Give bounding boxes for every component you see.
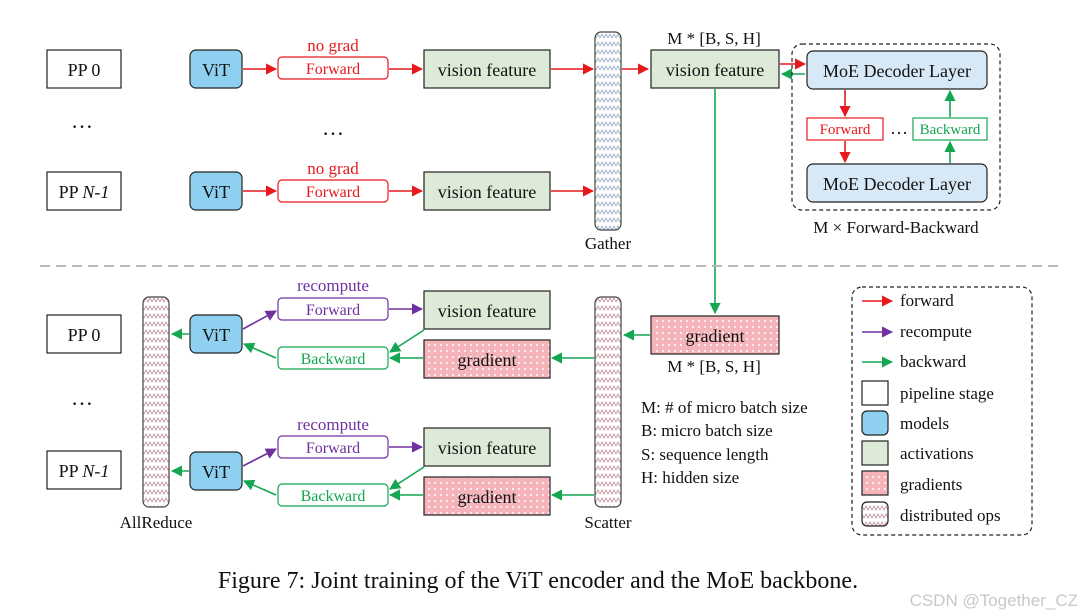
bottom-vit-n1: ViT [189, 451, 243, 491]
top-vit-0-label: ViT [202, 60, 230, 80]
bottom-vision-feature-n1-label: vision feature [438, 438, 536, 458]
bottom-gradient-0: gradient [423, 339, 551, 379]
top-forward-n1-label: Forward [306, 184, 360, 201]
scatter-bar [594, 296, 622, 508]
top-stage-n1: PP N-1 [46, 171, 122, 211]
moe-decoder-top: MoE Decoder Layer [806, 50, 988, 90]
moe-decoder-bottom: MoE Decoder Layer [806, 163, 988, 203]
moe-forward-label: Forward [820, 122, 871, 138]
bottom-stage-n1-label: PP N-1 [59, 461, 110, 481]
bottom-stage-0-label: PP 0 [68, 325, 101, 345]
top-vit-n1: ViT [189, 171, 243, 211]
arrow-vision-backward-0 [389, 329, 425, 353]
legend: forward recompute backward pipeline stag… [861, 291, 1001, 527]
top-forward-n1: Forward [277, 179, 389, 203]
legend-model-swatch [861, 410, 889, 436]
legend-activation-swatch [861, 440, 889, 466]
bottom-vit-0-label: ViT [202, 325, 230, 345]
definition-s: S: sequence length [641, 445, 769, 464]
top-vision-feature-n1-label: vision feature [438, 182, 536, 202]
top-ellipsis-mid: … [322, 115, 344, 140]
top-vit-0: ViT [189, 49, 243, 89]
top-stage-n1-label: PP N-1 [59, 182, 110, 202]
legend-stage-label: pipeline stage [900, 384, 994, 403]
bottom-vit-0: ViT [189, 314, 243, 354]
top-stage-0-label: PP 0 [68, 60, 101, 80]
bottom-forward-0: Forward [277, 297, 389, 321]
allreduce-label: AllReduce [120, 513, 193, 532]
bottom-stage-0: PP 0 [46, 314, 122, 354]
bottom-ellipsis-left: … [71, 385, 93, 410]
bottom-vision-feature-n1: vision feature [423, 427, 551, 467]
bottom-stage-n1: PP N-1 [46, 450, 122, 490]
legend-forward-label: forward [900, 291, 954, 310]
legend-stage-swatch [861, 380, 889, 406]
no-grad-label-n1: no grad [307, 159, 359, 178]
top-mbsh-label: M * [B, S, H] [667, 29, 761, 48]
moe-decoder-bottom-label: MoE Decoder Layer [823, 174, 971, 194]
definition-b: B: micro batch size [641, 421, 773, 440]
top-vision-feature-0: vision feature [423, 49, 551, 89]
bottom-backward-n1-label: Backward [301, 488, 366, 505]
gather-bar [594, 31, 622, 231]
bottom-vision-feature-0-label: vision feature [438, 301, 536, 321]
bottom-mbsh-label: M * [B, S, H] [667, 357, 761, 376]
definition-h: H: hidden size [641, 468, 739, 487]
bottom-gradient-n1: gradient [423, 476, 551, 516]
bottom-gradient-0-label: gradient [458, 350, 517, 370]
bottom-gradient-n1-label: gradient [458, 487, 517, 507]
gather-label: Gather [585, 234, 632, 253]
legend-model-label: models [900, 414, 949, 433]
moe-decoder-top-label: MoE Decoder Layer [823, 61, 971, 81]
watermark: CSDN @Together_CZ [910, 591, 1078, 610]
bottom-forward-n1: Forward [277, 435, 389, 459]
bottom-vision-feature-0: vision feature [423, 290, 551, 330]
moe-dots: … [890, 118, 908, 138]
moe-backward-label: Backward [920, 122, 981, 138]
moe-backward-box: Backward [912, 117, 988, 141]
arrow-vit-recompute-n1 [242, 448, 277, 467]
legend-distributed-label: distributed ops [900, 506, 1001, 525]
gathered-gradient-label: gradient [686, 326, 745, 346]
bottom-backward-0: Backward [277, 346, 389, 370]
definition-m: M: # of micro batch size [641, 398, 808, 417]
figure-caption: Figure 7: Joint training of the ViT enco… [218, 568, 858, 594]
top-forward-0-label: Forward [306, 61, 360, 78]
scatter-label: Scatter [584, 513, 632, 532]
gathered-vision-feature: vision feature [650, 49, 780, 89]
arrow-vit-recompute-0 [242, 310, 277, 330]
no-grad-label-0: no grad [307, 36, 359, 55]
legend-box [851, 286, 1033, 536]
gathered-vision-feature-label: vision feature [666, 60, 764, 80]
arrow-vision-backward-n1 [389, 466, 425, 490]
legend-distributed-swatch [861, 501, 889, 527]
top-vision-feature-0-label: vision feature [438, 60, 536, 80]
moe-forward-box: Forward [806, 117, 884, 141]
definitions: M: # of micro batch size B: micro batch … [641, 398, 808, 487]
arrow-backward-vit-n1 [242, 479, 277, 496]
bottom-backward-n1: Backward [277, 483, 389, 507]
forward-backward-label: M × Forward-Backward [813, 218, 979, 237]
top-vit-n1-label: ViT [202, 182, 230, 202]
top-vision-feature-n1: vision feature [423, 171, 551, 211]
top-forward-0: Forward [277, 56, 389, 80]
bottom-forward-0-label: Forward [306, 302, 360, 319]
top-ellipsis-left: … [71, 108, 93, 133]
gathered-gradient: gradient [650, 315, 780, 355]
bottom-vit-n1-label: ViT [202, 462, 230, 482]
bottom-backward-0-label: Backward [301, 351, 366, 368]
legend-activation-label: activations [900, 444, 974, 463]
recompute-label-n1: recompute [297, 415, 369, 434]
allreduce-bar [142, 296, 170, 508]
legend-gradient-label: gradients [900, 475, 962, 494]
recompute-label-0: recompute [297, 276, 369, 295]
arrow-backward-vit-0 [242, 342, 277, 359]
bottom-forward-n1-label: Forward [306, 440, 360, 457]
legend-gradient-swatch [861, 470, 889, 496]
legend-recompute-label: recompute [900, 322, 972, 341]
legend-backward-label: backward [900, 352, 967, 371]
moe-group-box [791, 43, 1001, 211]
top-stage-0: PP 0 [46, 49, 122, 89]
